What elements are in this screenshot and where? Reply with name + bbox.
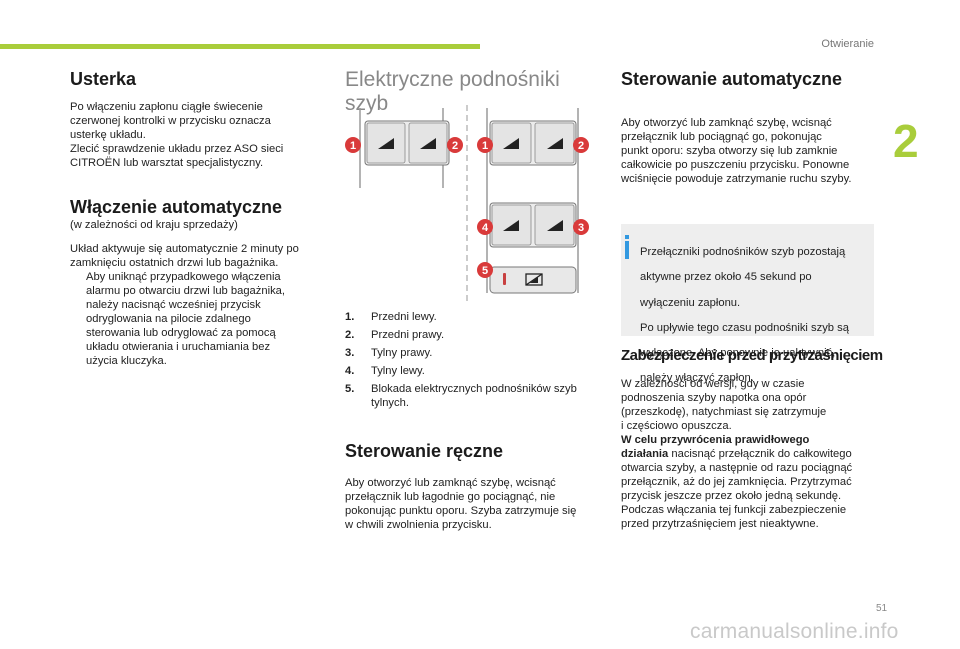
badge-label: 4 [482,222,489,234]
fault-line-5: CITROËN lub warsztat specjalistyczny. [70,157,264,169]
fault-line-4: Zlecić sprawdzenie układu przez ASO siec… [70,143,284,155]
right-middle-switch-module [489,202,577,248]
column-left: Usterka Po włączeniu zapłonu ciągłe świe… [70,68,330,368]
window-switches-illustration: 1 2 1 2 4 3 5 [345,105,589,301]
anti-pinch-line-4: i częściowo opuszcza. [621,420,732,432]
list-item: 3.Tylny prawy. [345,347,433,359]
window-switches-diagram: 1 2 1 2 4 3 5 [345,103,605,303]
window-icon [378,138,394,149]
bullet-line-6: układu otwierania i uruchamiania bez [86,341,271,353]
window-icon [420,138,436,149]
bullet-line-7: użycia kluczyka. [86,355,167,367]
fault-line-2: czerwonej kontrolki w przycisku oznacza [70,115,271,127]
window-icon [547,220,563,231]
anti-pinch-line-5: działania nacisnąć przełącznik do całkow… [621,448,852,460]
number-badges [345,137,589,278]
badge-1-right [477,137,493,153]
anti-pinch-section: Zabezpieczenie przed przytrzaśnięciem W … [621,346,886,531]
auto-on-subtitle: (w zależności od kraju sprzedaży) [70,219,238,231]
bullet-line-2: alarmu po otwarciu drzwi lub bagażnika, [86,285,285,297]
bullet-line-4: odryglowania na pilocie zdalnego [86,313,251,325]
auto-control-line-3: punkt oporu: szyba otworzy się lub zamkn… [621,145,838,157]
anti-pinch-line-3: (przeszkodę), natychmiast się zatrzymuje [621,406,827,418]
lock-indicator-led [503,273,506,285]
bullet-glyph-icon [70,270,86,368]
section-label: Otwieranie [821,38,874,50]
auto-on-title: Włączenie automatyczne [70,197,283,217]
anti-pinch-line-10: przed przytrzaśnięciem jest nieaktywne. [621,518,819,530]
badge-label: 1 [350,140,356,152]
anti-pinch-line-7: przełącznik, aż do jej zamknięcia. Przyt… [621,476,852,488]
badge-5 [477,262,493,278]
manual-line-4: w chwili zwolnienia przycisku. [345,519,492,531]
window-icon [503,138,519,149]
switch-1 [366,122,406,164]
badge-label: 5 [482,265,488,277]
list-item: 2.Przedni prawy. [345,329,445,341]
manual-line-3: pokonując punktu oporu. Szyba zatrzymuje… [345,505,577,517]
anti-pinch-line-9: Podczas włączania tej funkcji zabezpiecz… [621,504,847,516]
badge-label: 1 [482,140,488,152]
anti-pinch-line-2: podnoszenia szyby napotka ona opór [621,392,807,404]
badge-label: 3 [578,222,584,234]
bullet-line-1: Aby uniknąć przypadkowego włączenia [86,271,281,283]
badge-label: 2 [452,140,458,152]
window-icon [503,220,519,231]
manual-line-1: Aby otworzyć lub zamknąć szybę, wcisnąć [345,477,556,489]
auto-control-title: Sterowanie automatyczne [621,69,843,89]
right-top-switch-module [489,120,577,166]
windows-title: Elektryczne podnośniki szyb [345,68,560,115]
list-item: 5.Blokada elektrycznych podnośników szyb… [345,383,577,409]
auto-control-line-2: przełącznik lub pociągnąć go, pokonując [621,131,822,143]
column-middle: Elektryczne podnośniki szyb [345,68,605,116]
anti-pinch-bold-1: W celu przywrócenia prawidłowego [621,434,810,446]
fault-title: Usterka [70,69,137,89]
info-box: Przełączniki podnośników szyb pozostają … [621,224,874,384]
legend-list-block: 1.Przedni lewy. 2.Przedni prawy. 3.Tylny… [345,310,605,532]
badge-2-right [573,137,589,153]
bullet-line-3: należy nacisnąć wcześniej przycisk [86,299,261,311]
header-accent-bar [0,44,480,49]
badge-3 [573,219,589,235]
list-item: 4.Tylny lewy. [345,365,425,377]
chapter-number: 2 [893,115,919,167]
auto-control-line-5: wciśnięcie powoduje zatrzymanie ruchu sz… [621,173,852,185]
left-switch-module [364,120,450,166]
auto-control-line-1: Aby otworzyć lub zamknąć szybę, wcisnąć [621,117,832,129]
rear-lock-switch [489,266,577,294]
switch-2 [408,122,448,164]
window-icon [547,138,563,149]
auto-on-line-1: Układ aktywuje się automatycznie 2 minut… [70,243,299,255]
info-text: Przełączniki podnośników szyb pozostają … [640,246,849,385]
fault-line-1: Po włączeniu zapłonu ciągłe świecenie [70,101,263,113]
anti-pinch-title: Zabezpieczenie przed przytrzaśnięciem [621,347,883,364]
fault-line-3: usterkę układu. [70,129,146,141]
badge-2-left [447,137,463,153]
badge-4 [477,219,493,235]
manual-line-2: przełącznik lub łagodnie go pociągnąć, n… [345,491,556,503]
list-item: 1.Przedni lewy. [345,311,437,323]
bullet-line-5: sterowania lub odryglować za pomocą [86,327,276,339]
page-number: 51 [876,603,888,614]
anti-pinch-line-6: otwarcia szyby, a następnie od razu poci… [621,462,853,474]
auto-control-line-4: całkowicie po puszczeniu przycisku. Pono… [621,159,850,171]
auto-on-bullet: Aby uniknąć przypadkowego włączenia alar… [70,270,330,368]
anti-pinch-line-8: przycisk jeszcze przez około jedną sekun… [621,490,842,502]
auto-on-line-2: zamknięciu ostatnich drzwi lub bagażnika… [70,257,279,269]
window-lock-icon [525,273,543,286]
manual-title: Sterowanie ręczne [345,441,504,461]
column-right: Sterowanie automatyczne Aby otworzyć lub… [621,68,881,186]
badge-label: 2 [578,140,584,152]
info-icon [625,235,629,259]
switch-legend-list: 1.Przedni lewy. 2.Przedni prawy. 3.Tylny… [345,310,605,410]
badge-1-left [345,137,361,153]
anti-pinch-line-1: W zależności od wersji, gdy w czasie [621,378,805,390]
watermark: carmanualsonline.info [690,620,899,643]
